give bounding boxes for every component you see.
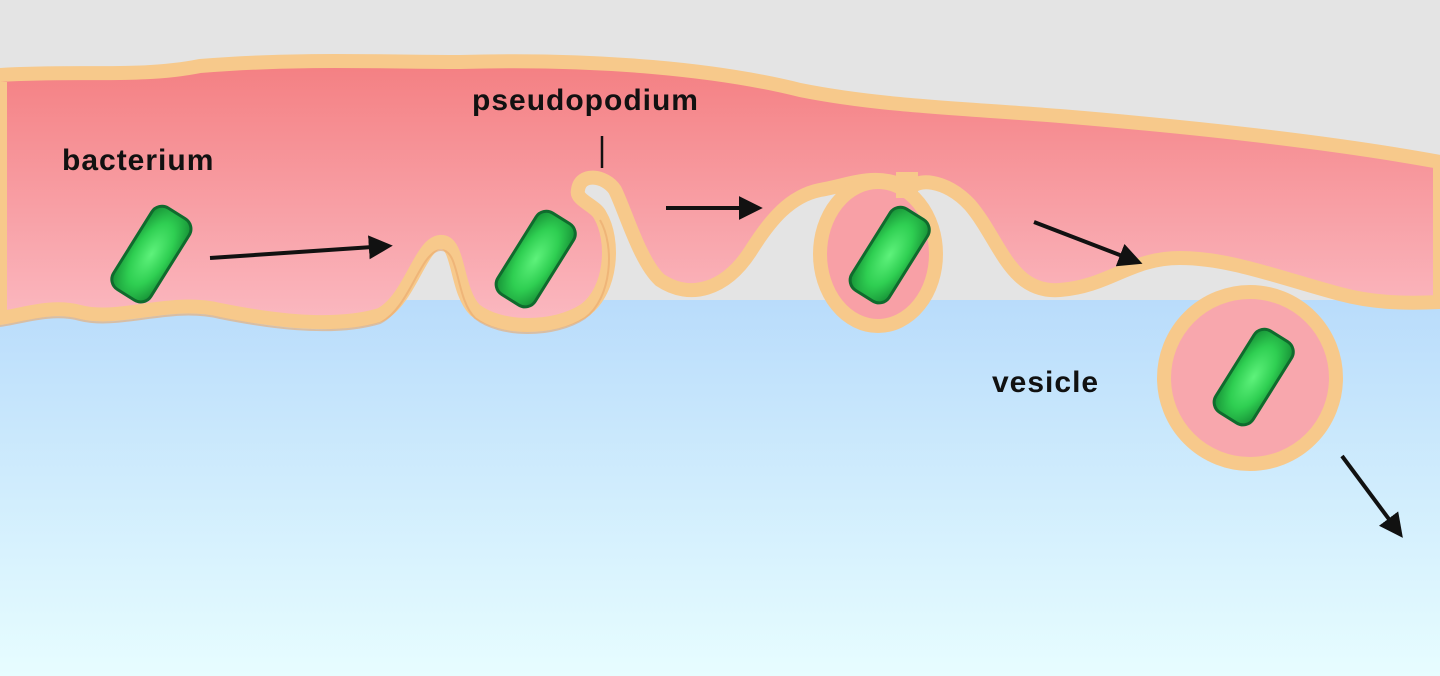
forming-vesicle-neck	[896, 172, 918, 198]
bacterium-1	[110, 204, 193, 304]
label-pseudopodium: pseudopodium	[472, 84, 699, 117]
bacterium-3	[848, 205, 931, 305]
arrow-4	[1340, 454, 1403, 538]
label-vesicle: vesicle	[992, 366, 1099, 399]
cell-membrane-outline	[0, 219, 610, 334]
bacterium-4	[1212, 327, 1295, 427]
label-bacterium: bacterium	[62, 144, 214, 177]
bacterium-2	[494, 209, 577, 309]
arrow-3	[1033, 220, 1143, 267]
arrow-1	[209, 235, 393, 260]
